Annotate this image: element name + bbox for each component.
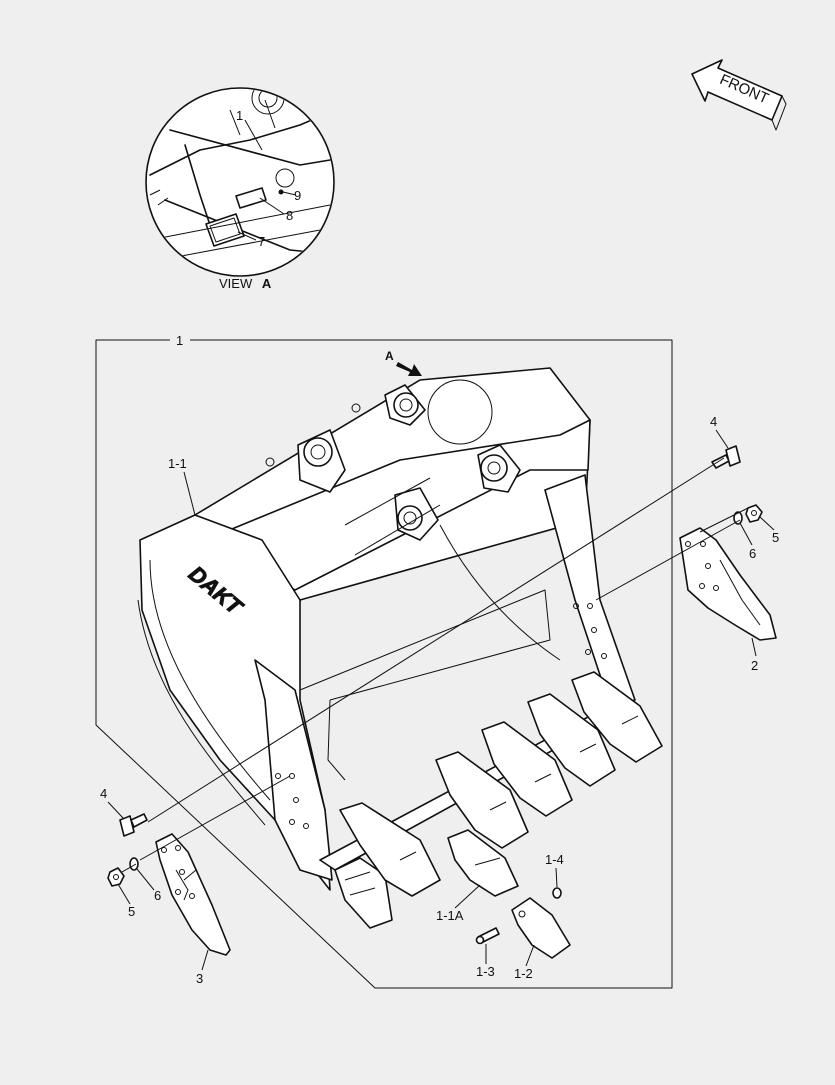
view-callout-1: 1 [236, 108, 243, 123]
callout-1-1: 1-1 [168, 456, 187, 471]
view-callout-8: 8 [286, 208, 293, 223]
callout-6-left: 6 [154, 888, 161, 903]
pin-1-3: 1-3 [475, 927, 500, 979]
svg-text:A: A [385, 349, 394, 363]
view-caption: VIEW A [219, 276, 272, 291]
callout-1-1A: 1-1A [436, 908, 464, 923]
side-cutter-left: 3 [155, 833, 231, 986]
callout-4-left: 4 [100, 786, 107, 801]
view-callout-9: 9 [294, 188, 301, 203]
adapter-1-2: 1-2 [511, 897, 571, 981]
bolt-left: 4 [100, 786, 148, 837]
bucket-body: DAKT [137, 367, 636, 891]
nut-left: 5 [107, 867, 135, 919]
callout-4-right: 4 [710, 414, 717, 429]
callout-2: 2 [751, 658, 758, 673]
callout-6-right: 6 [749, 546, 756, 561]
tooth-1-1a: 1-1A [436, 829, 519, 923]
washer-left: 6 [129, 857, 161, 903]
callout-3: 3 [196, 971, 203, 986]
frame-callout-1: 1 [176, 333, 183, 348]
view-a-detail: 1 9 8 7 VIEW A [145, 87, 335, 291]
callout-1-4: 1-4 [545, 852, 564, 867]
teeth-row [334, 671, 663, 929]
front-direction-arrow: FRONT [691, 59, 787, 131]
nut-right: 5 [745, 504, 779, 545]
assembly-center-lines [121, 457, 749, 873]
side-cutter-right: 2 [679, 527, 777, 673]
callout-5-right: 5 [772, 530, 779, 545]
washer-right: 6 [733, 511, 756, 561]
assembly-frame: 1 [95, 333, 673, 989]
callout-1-2: 1-2 [514, 966, 533, 981]
lock-1-4: 1-4 [545, 852, 564, 899]
bolt-right: 4 [710, 414, 741, 469]
view-a-marker: A [385, 349, 422, 376]
view-callout-7: 7 [258, 234, 265, 249]
callout-1-3: 1-3 [476, 964, 495, 979]
callout-5-left: 5 [128, 904, 135, 919]
